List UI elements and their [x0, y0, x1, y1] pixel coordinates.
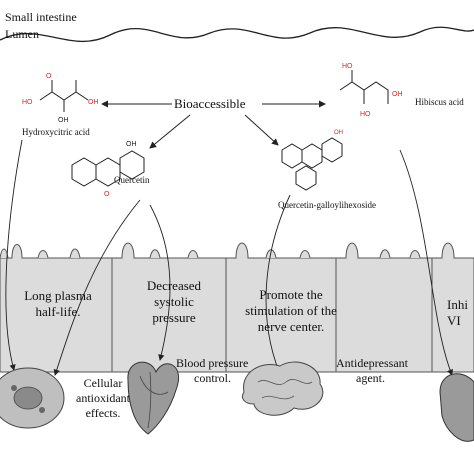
epithelium	[0, 242, 474, 373]
svg-text:O: O	[104, 191, 110, 198]
svg-text:OH: OH	[392, 91, 403, 98]
small-intestine-label: Small intestine	[5, 10, 77, 24]
cell-5-shape	[431, 242, 474, 373]
cell-4-shape	[335, 242, 433, 373]
heart-illustration-1	[127, 361, 179, 435]
svg-text:OH: OH	[334, 130, 343, 136]
arrow-curve-1	[5, 139, 23, 371]
hibiscus-acid-label: Hibiscus acid	[415, 97, 464, 107]
lumen-boundary	[0, 26, 474, 43]
hibiscus-acid-structure: HO OH HO	[339, 63, 403, 118]
arrow-to-galloylhexoside	[244, 114, 279, 146]
quercetin-structure: OH O	[71, 141, 145, 198]
arrow-curve-3	[149, 204, 171, 361]
hydroxycitric-acid-label: Hydroxycitric acid	[22, 127, 90, 137]
cell-illustration	[0, 367, 65, 429]
svg-text:OH: OH	[126, 141, 137, 148]
arrow-curve-4	[265, 194, 291, 386]
brain-illustration	[241, 361, 324, 416]
svg-text:HO: HO	[22, 99, 33, 106]
svg-text:OH: OH	[58, 117, 69, 124]
hydroxycitric-acid-structure: HO OH OH O	[22, 73, 99, 124]
quercetin-label: Quercetin	[114, 175, 150, 185]
quercetin-galloylhexoside-structure: OH	[281, 130, 343, 191]
arrow-curve-2	[53, 199, 141, 376]
arrow-curve-5	[399, 149, 453, 376]
bioaccessible-label: Bioaccessible	[174, 96, 246, 111]
svg-text:OH: OH	[88, 99, 99, 106]
heart-illustration-2	[439, 373, 474, 442]
svg-text:HO: HO	[360, 111, 371, 118]
arrow-to-quercetin	[149, 114, 191, 149]
lumen-label: Lumen	[5, 27, 39, 41]
quercetin-galloylhexoside-label: Quercetin-galloylihexoside	[278, 200, 376, 210]
svg-text:O: O	[46, 73, 52, 80]
svg-text:HO: HO	[342, 63, 353, 70]
